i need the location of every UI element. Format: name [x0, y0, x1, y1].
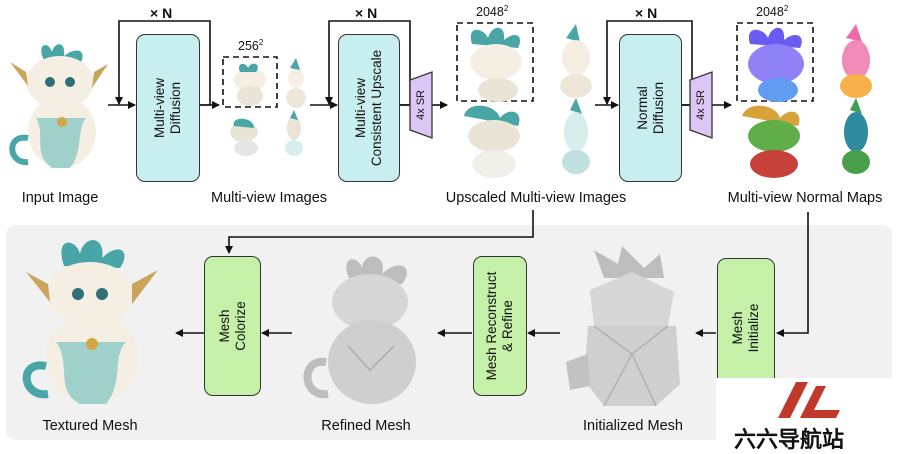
repeat-label-normal: × N — [635, 5, 658, 21]
label-normal-maps: Multi-view Normal Maps — [727, 190, 883, 206]
textured-mesh — [22, 240, 158, 404]
arrow-upscaled-to-colorize — [225, 210, 534, 254]
input-image — [9, 44, 108, 168]
watermark-text: 六六导航站 — [734, 428, 845, 453]
normal-view-side — [840, 24, 872, 98]
label-refined-mesh: Refined Mesh — [321, 418, 411, 434]
stage-mesh-reconstruct-refine: Mesh Reconstruct& Refine — [473, 256, 527, 396]
multiview-images — [230, 58, 306, 156]
normal-view-front — [748, 27, 804, 102]
view-other-side — [285, 110, 303, 156]
repeat-label-diffusion: × N — [150, 5, 173, 21]
watermark-logo-icon — [778, 382, 840, 418]
sr-block-2 — [689, 71, 713, 139]
normal-maps — [742, 24, 872, 178]
watermark: 六六导航站 — [716, 378, 900, 453]
repeat-label-upscale: × N — [355, 5, 378, 21]
upscaled-images — [464, 24, 592, 178]
normal-view-other-side — [842, 98, 870, 174]
upscaled-view-other-side — [562, 98, 590, 174]
upscaled-view-back — [464, 105, 520, 178]
label-multiview-images: Multi-view Images — [210, 190, 328, 206]
resolution-2048-rgb: 20482 — [476, 4, 509, 20]
label-input-image: Input Image — [21, 190, 99, 206]
initialized-mesh — [566, 246, 680, 407]
dashed-box-256 — [222, 56, 278, 108]
view-side — [286, 58, 306, 108]
sr-label-1: 4x SR — [415, 90, 427, 120]
label-upscaled-images: Upscaled Multi-view Images — [445, 190, 627, 206]
upscaled-view-side — [560, 24, 592, 98]
sr-label-2: 4x SR — [695, 90, 707, 120]
sr-block-1 — [409, 71, 433, 139]
view-back — [230, 118, 258, 156]
label-initialized-mesh: Initialized Mesh — [583, 418, 683, 434]
normal-view-back — [742, 105, 800, 178]
upscaled-view-front — [470, 27, 522, 102]
label-textured-mesh: Textured Mesh — [42, 418, 138, 434]
resolution-2048-normal: 20482 — [756, 4, 789, 20]
arrow-normals-to-initialize — [776, 212, 809, 337]
resolution-256: 2562 — [238, 38, 264, 54]
view-front — [234, 63, 266, 106]
refined-mesh — [303, 256, 416, 404]
